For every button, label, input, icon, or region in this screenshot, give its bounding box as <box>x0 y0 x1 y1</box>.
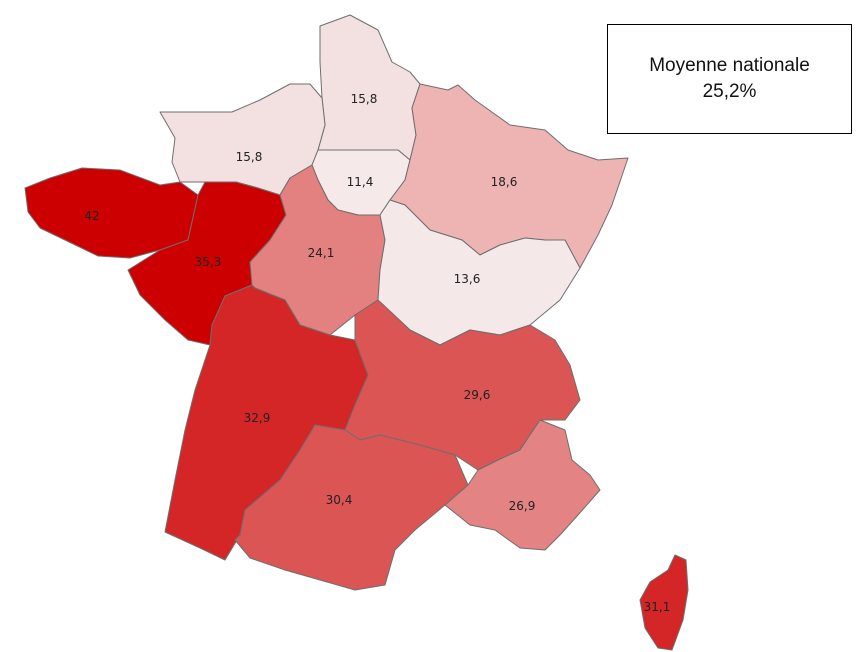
label-bourgogne-franche-comte: 13,6 <box>454 272 481 286</box>
region-bourgogne-franche-comte[interactable] <box>377 199 581 346</box>
label-hauts-de-france: 15,8 <box>351 92 378 106</box>
label-grand-est: 18,6 <box>491 175 518 189</box>
national-average-box: Moyenne nationale 25,2% <box>607 24 852 134</box>
label-provence-alpes-cote-d-azur: 26,9 <box>509 499 536 513</box>
label-corse: 31,1 <box>644 600 671 614</box>
label-centre-val-de-loire: 24,1 <box>308 246 335 260</box>
label-bretagne: 42 <box>84 209 99 223</box>
national-average-label: Moyenne nationale <box>649 55 810 77</box>
label-nouvelle-aquitaine: 32,9 <box>244 411 271 425</box>
label-pays-de-la-loire: 35,3 <box>195 255 222 269</box>
label-ile-de-france: 11,4 <box>347 175 374 189</box>
region-bretagne[interactable] <box>24 167 199 259</box>
region-provence-alpes-cote-d-azur[interactable] <box>444 419 601 551</box>
region-corse[interactable] <box>639 554 689 651</box>
label-normandie: 15,8 <box>236 150 263 164</box>
label-auvergne-rhone-alpes: 29,6 <box>464 388 491 402</box>
label-occitanie: 30,4 <box>326 493 353 507</box>
national-average-value: 25,2% <box>702 81 757 102</box>
region-hauts-de-france[interactable] <box>317 14 421 161</box>
